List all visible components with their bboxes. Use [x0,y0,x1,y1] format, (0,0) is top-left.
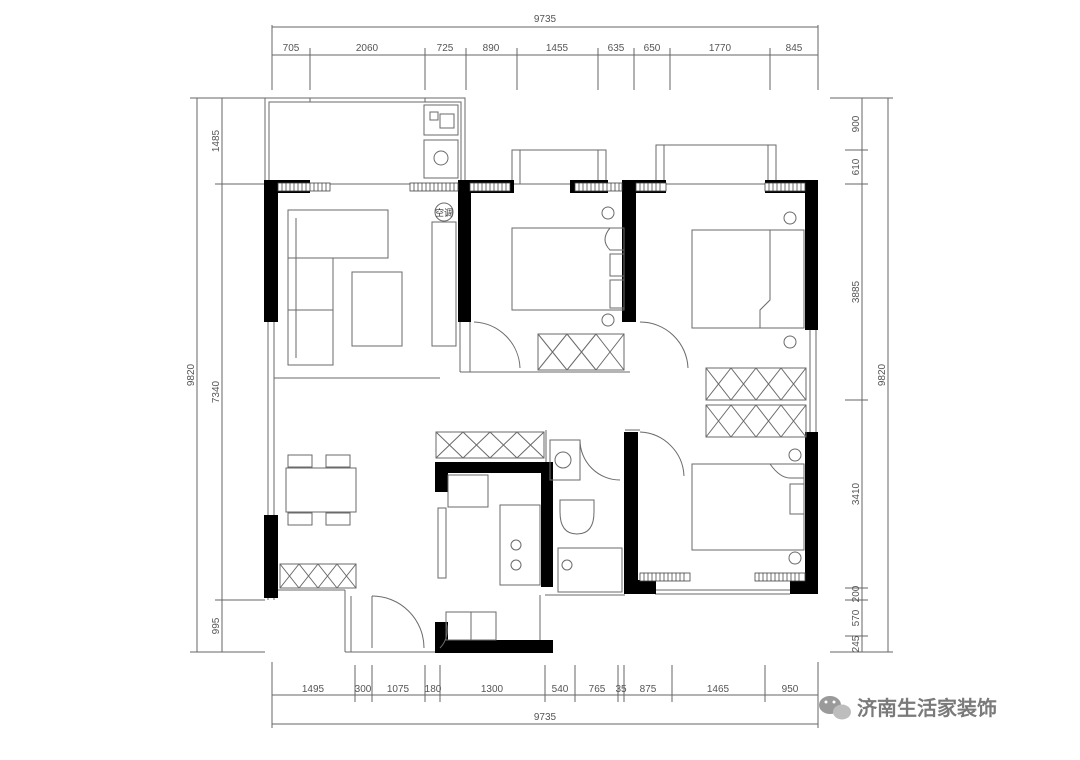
bottom-dimensions [271,662,819,728]
top-dim-6: 650 [644,43,661,54]
bottom-dim-3: 180 [425,684,442,695]
sink-balcony [423,139,459,179]
bottom-dim-6: 765 [589,684,606,695]
top-dim-2: 725 [437,43,454,54]
washer [423,104,459,136]
sofa [287,209,389,366]
left-dim-0: 1485 [211,129,222,152]
top-dimensions [271,25,819,90]
shoe-cabinet [279,563,357,589]
furniture [279,104,807,649]
bottom-dim-7: 35 [615,684,627,695]
bottom-dim-5: 540 [552,684,569,695]
left-dimensions [190,97,265,653]
left-outer-dim: 9820 [186,363,197,386]
dining-table [285,467,357,513]
right-dim-1: 610 [851,158,862,175]
coffee-table [351,271,403,347]
top-dim-5: 635 [608,43,625,54]
entry-door [371,595,425,649]
right-dim-2: 3885 [851,280,862,303]
bath-sink [549,439,581,481]
top-dim-3: 890 [483,43,500,54]
right-dimensions [830,97,893,653]
bottom-dim-8: 875 [640,684,657,695]
bottom-total-dim: 9735 [534,712,557,723]
right-outer-dim: 9820 [877,363,888,386]
bottom-dim-9: 1465 [707,684,730,695]
right-dim-0: 900 [851,115,862,132]
left-dim-2: 995 [211,617,222,634]
toilet [559,499,595,535]
bottom-dim-1: 300 [355,684,372,695]
kitchen-upper [435,431,545,459]
wardrobe-3 [705,404,807,438]
bottom-dim-4: 1300 [481,684,504,695]
watermark-text: 济南生活家装饰 [857,696,997,720]
right-dim-5: 570 [851,609,862,626]
left-dim-1: 7340 [211,380,222,403]
top-dim-8: 845 [786,43,803,54]
right-dim-6: 245 [851,635,862,652]
hatch-marks [281,183,802,581]
ac-unit [434,202,454,222]
bed-2 [691,229,805,329]
top-dim-4: 1455 [546,43,569,54]
top-dim-0: 705 [283,43,300,54]
top-dim-7: 1770 [709,43,732,54]
wardrobe-1 [537,333,625,371]
right-dim-3: 3410 [851,482,862,505]
wechat-icon [819,696,851,720]
top-dim-1: 2060 [356,43,379,54]
bed-3 [691,463,805,551]
bottom-dim-10: 950 [782,684,799,695]
bottom-dim-0: 1495 [302,684,325,695]
top-total-dim: 9735 [534,14,557,25]
walls [264,180,818,653]
ac-label: 空调 [435,207,453,218]
watermark: 济南生活家装饰 [819,696,997,720]
bottom-dim-2: 1075 [387,684,410,695]
wardrobe-2 [705,367,807,401]
right-dim-4: 200 [851,585,862,602]
bed-1 [511,227,625,311]
